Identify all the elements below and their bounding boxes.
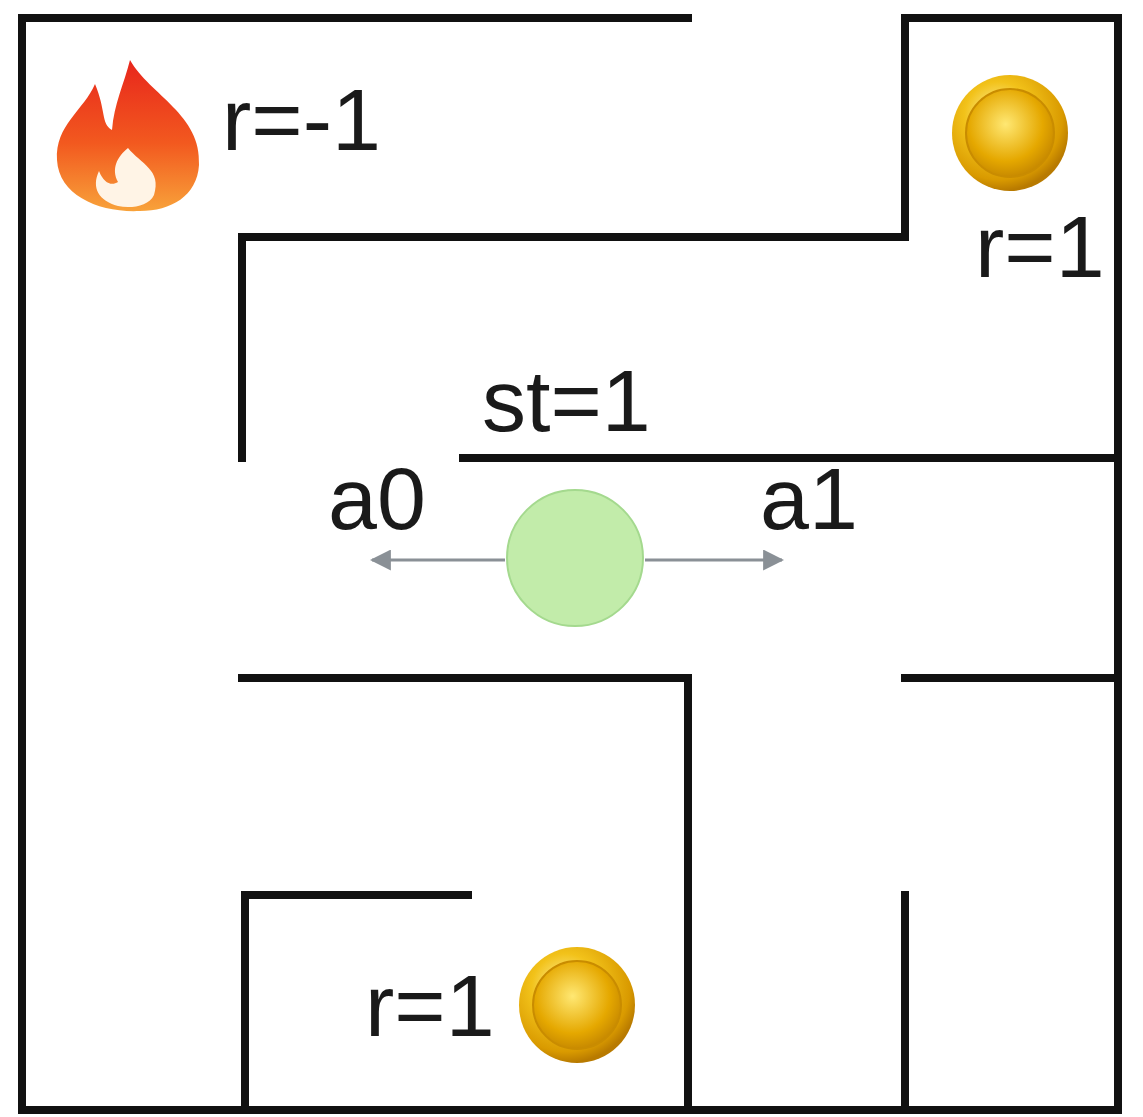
maze-wall (684, 678, 692, 1110)
reward-label: r=1 (365, 962, 495, 1050)
maze-walls (22, 18, 1118, 1110)
fire-icon (57, 60, 199, 211)
maze-wall (242, 233, 905, 241)
agent-circle (507, 490, 643, 626)
maze-wall (241, 895, 249, 1110)
flame-outer (57, 60, 199, 211)
action-label: a0 (328, 455, 426, 543)
action-label: a1 (760, 455, 858, 543)
reward-label: r=1 (975, 203, 1105, 291)
maze-wall (18, 18, 26, 1110)
coin-icon (519, 947, 635, 1063)
maze-wall (22, 14, 688, 22)
maze-wall (901, 895, 909, 1110)
maze-wall (1114, 18, 1122, 1110)
action-arrow (372, 559, 505, 562)
maze-wall (242, 674, 688, 682)
coin-face (966, 89, 1054, 177)
flame-inner (96, 148, 156, 207)
maze-wall (905, 674, 1118, 682)
coin-icon (952, 75, 1068, 191)
action-arrow (645, 559, 782, 562)
maze-wall (22, 1106, 1118, 1114)
coin (519, 947, 635, 1063)
coin-face (533, 961, 621, 1049)
maze-wall (238, 237, 246, 458)
maze-wall (245, 891, 468, 899)
maze-wall (905, 14, 1118, 22)
state-label: st=1 (482, 357, 651, 445)
maze-wall (901, 18, 909, 237)
coin (952, 75, 1068, 191)
reward-label: r=-1 (222, 76, 381, 164)
